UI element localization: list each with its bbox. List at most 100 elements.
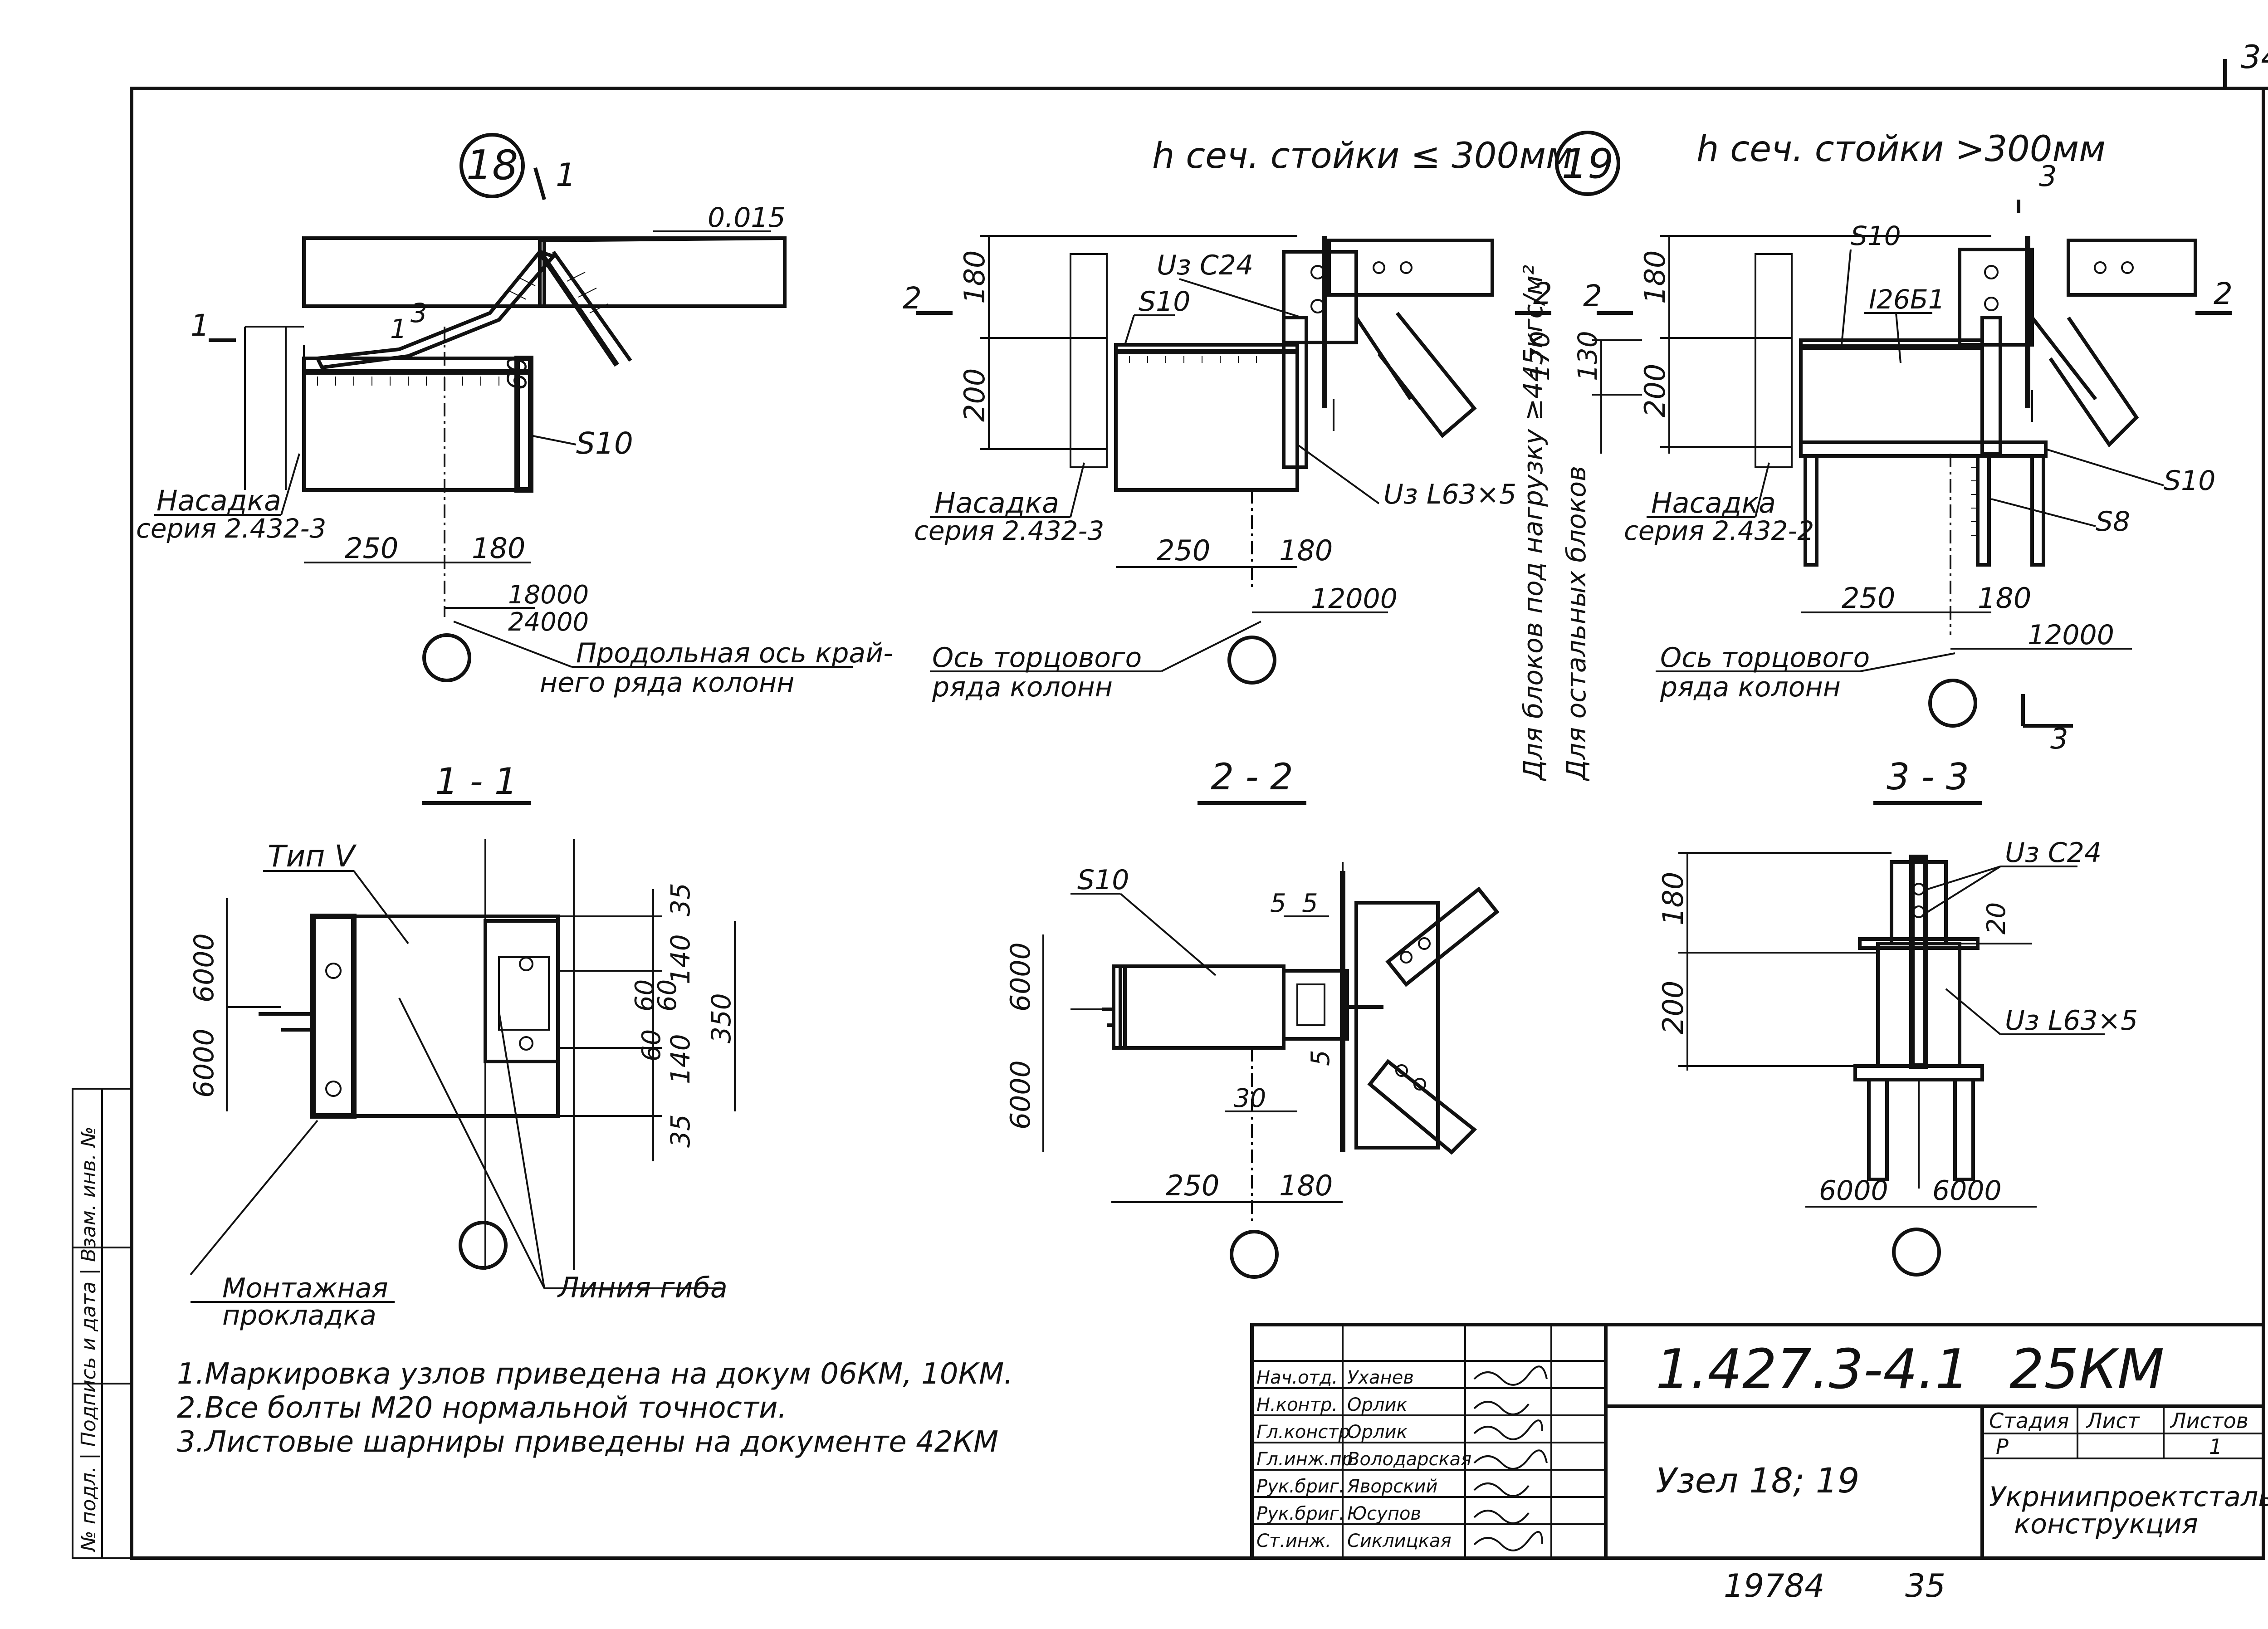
plate-s10-22: S10: [1077, 864, 1129, 896]
nasadka-series-a: серия 2.432-3: [914, 515, 1104, 546]
dim-180-b: 180: [1638, 250, 1672, 304]
slope-label: 0.015: [708, 202, 786, 234]
dim-5-b: 5: [1302, 889, 1318, 918]
section-2-2-title: 2 - 2: [1211, 756, 1293, 798]
sheet-title: Узел 18; 19: [1656, 1460, 1859, 1501]
node-18-number: 18: [466, 142, 518, 189]
dim-200-b: 200: [1638, 364, 1672, 417]
dim-6000-a-11: 6000: [188, 933, 220, 1003]
dim-5-a: 5: [1270, 889, 1286, 918]
axis-note-18-l1: Продольная ось край-: [576, 637, 893, 669]
dim-60-c-11: 60: [637, 1029, 666, 1062]
note-2: 2.Все болты М20 нормальной точности.: [177, 1391, 787, 1425]
notes: 1.Маркировка узлов приведена на докум 06…: [177, 1357, 1013, 1459]
dim-250-22: 250: [1166, 1169, 1219, 1202]
dim-30: 30: [1234, 1084, 1266, 1113]
vnote-heavy: Для блоков под нагрузку ≥445кгс/м²: [1518, 265, 1549, 782]
name-3: Орлик: [1347, 1422, 1408, 1443]
role-4: Гл.инж.пр.: [1256, 1449, 1359, 1470]
axis-note-b-l1: Ось торцового: [1660, 642, 1870, 674]
mark-3-bottom: 3: [2050, 722, 2068, 755]
dim-140-a: 140: [665, 934, 696, 984]
role-2: Н.контр.: [1256, 1394, 1338, 1415]
plate-s10: S10: [576, 426, 633, 461]
mark-3-top: 3: [2039, 160, 2057, 193]
name-1: Уханев: [1347, 1367, 1414, 1388]
dim-250-a: 250: [1157, 534, 1210, 567]
people-list: Нач.отд. Уханев Н.контр. Орлик Гл.констр…: [1256, 1367, 1471, 1551]
sheet-label: Лист: [2086, 1409, 2140, 1433]
pad-label-l2: прокладка: [222, 1300, 376, 1331]
angle-label-a: Uз L63×5: [1383, 479, 1516, 510]
dim-24000: 24000: [508, 607, 589, 637]
node-19-marker: [1555, 131, 1620, 196]
vnote-other: Для остальных блоков: [1561, 466, 1592, 782]
dim-6000-a-22: 6000: [1005, 942, 1036, 1012]
inv-number: 19784: [1724, 1567, 1825, 1605]
node-19-small: h сеч. стойки ≤ 300мм 2 2 180 200 Uз С24: [903, 136, 1573, 703]
axis-note-a-l1: Ось торцового: [932, 642, 1142, 674]
sheets-value: 1: [2209, 1434, 2222, 1459]
nasadka-label-b: Насадка: [1651, 486, 1776, 519]
axis-note-a-l2: ряда колонн: [932, 671, 1113, 703]
dim-35-b: 35: [665, 1114, 696, 1148]
name-7: Сиклицкая: [1347, 1531, 1452, 1551]
dim-18000: 18000: [508, 580, 589, 610]
axis-note-18-l2: него ряда колонн: [540, 667, 794, 699]
dim-140-b: 140: [665, 1034, 696, 1084]
dim-12000-b: 12000: [2028, 619, 2114, 651]
role-1: Нач.отд.: [1256, 1367, 1338, 1388]
mark-2-left: 2: [903, 281, 922, 316]
dim-6000-b-33: 6000: [1932, 1175, 2002, 1207]
dim-180: 180: [472, 532, 525, 565]
angle-label-33: Uз L63×5: [2005, 1005, 2138, 1037]
note-3: 3.Листовые шарниры приведены на документ…: [177, 1425, 998, 1459]
plate-s8: S8: [2096, 506, 2130, 538]
type-label: Тип V: [268, 839, 357, 874]
dim-6000-b-22: 6000: [1005, 1060, 1036, 1130]
dim-250: 250: [345, 532, 398, 565]
node-19: 19 h сеч. стойки >300мм 3 2 2 180 200 13…: [1518, 129, 2233, 782]
item-1: 1: [390, 313, 407, 344]
dim-20: 20: [1982, 902, 2011, 934]
mark-2-right: 2: [1533, 276, 1552, 311]
org-line-1: Укрниипроектсталь-: [1989, 1481, 2268, 1513]
copy-number: 35: [1905, 1567, 1945, 1605]
nasadka-label-a: Насадка: [934, 486, 1059, 519]
bolts-label-33: Uз С24: [2005, 837, 2102, 869]
name-4: Володарская: [1347, 1449, 1471, 1470]
doc-suffix: 25КМ: [2009, 1338, 2164, 1401]
pad-label-l1: Монтажная: [222, 1272, 388, 1304]
section-1-1: 1 - 1 Тип V 6000 6000 35 140 60 60 60 14…: [188, 760, 737, 1331]
section-1-1-title: 1 - 1: [435, 760, 518, 802]
dim-130: 130: [1572, 331, 1603, 381]
dim-6000-a-33: 6000: [1819, 1175, 1888, 1207]
dim-200-33: 200: [1657, 981, 1690, 1034]
title-block: Нач.отд. Уханев Н.контр. Орлик Гл.констр…: [1250, 1323, 2268, 1605]
mark-2-right-b: 2: [2214, 276, 2233, 311]
plate-s10-a: S10: [1139, 286, 1190, 318]
heading-large: h сеч. стойки >300мм: [1696, 129, 2106, 170]
nasadka-series-b: серия 2.432-2: [1624, 515, 1814, 546]
section-3-3-title: 3 - 3: [1887, 756, 1969, 798]
role-5: Рук.бриг.: [1256, 1476, 1344, 1497]
sheet-frame: 34 № подл. | Подпись и дата | Взам. инв.…: [72, 39, 2268, 1560]
doc-code: 1.427.3-4.1: [1656, 1338, 1970, 1401]
dim-180-33: 180: [1657, 872, 1690, 925]
bolts-label-a: Uз С24: [1157, 249, 1253, 281]
nasadka-label: Насадка: [156, 484, 281, 517]
node-18-marker: [459, 133, 525, 198]
stage-label: Стадия: [1989, 1409, 2069, 1433]
dim-180-a: 180: [958, 250, 991, 304]
mark-1: 1: [191, 308, 210, 343]
plate-s10-b: S10: [2164, 465, 2215, 497]
sheets-label: Листов: [2170, 1409, 2248, 1433]
org-line-2: конструкция: [2014, 1508, 2198, 1540]
beam-label: I26Б1: [1869, 284, 1945, 315]
dim-200-a: 200: [958, 368, 991, 422]
axis-note-b-l2: ряда колонн: [1660, 671, 1841, 703]
mark-2-left-b: 2: [1583, 279, 1602, 313]
stage-value: Р: [1996, 1434, 2009, 1459]
heading-small: h сеч. стойки ≤ 300мм: [1152, 136, 1573, 176]
